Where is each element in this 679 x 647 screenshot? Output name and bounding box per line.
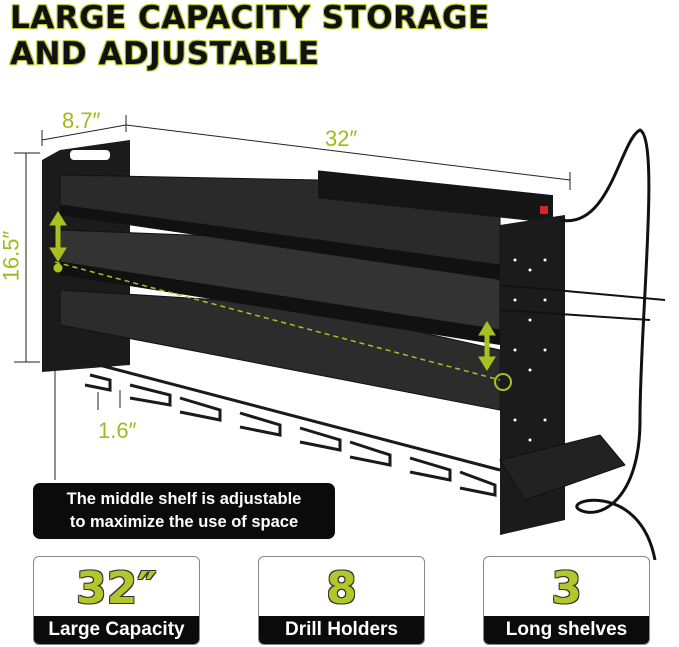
feature-card-drill-holders: 8 Drill Holders: [258, 556, 425, 645]
length-dimension: 32″: [325, 126, 358, 151]
feature-label: Long shelves: [484, 616, 649, 644]
feature-label: Large Capacity: [34, 616, 199, 644]
adjustable-shelf-callout: The middle shelf is adjustable to maximi…: [33, 483, 335, 539]
feature-value: 32″: [76, 563, 157, 614]
side-hooks: [499, 284, 666, 321]
height-dimension: 16.5″: [0, 230, 24, 282]
feature-card-shelves: 3 Long shelves: [483, 556, 650, 645]
adjust-arrows: [49, 211, 512, 391]
depth-dimension: 8.7″: [62, 108, 101, 133]
feature-value: 3: [551, 563, 582, 614]
power-strip: [318, 170, 553, 224]
spacing-dimension: 1.6″: [98, 418, 137, 443]
product-illustration: [14, 115, 666, 560]
feature-label: Drill Holders: [259, 616, 424, 644]
headline-line-2: AND ADJUSTABLE: [10, 36, 320, 72]
power-switch: [540, 206, 548, 214]
callout-line-2: to maximize the use of space: [69, 513, 299, 531]
headline-line-1: LARGE CAPACITY STORAGE: [10, 0, 490, 36]
bit-tray: [499, 434, 626, 501]
feature-card-capacity: 32″ Large Capacity: [33, 556, 200, 645]
callout-line-1: The middle shelf is adjustable: [66, 490, 302, 508]
feature-value: 8: [326, 563, 357, 614]
power-cord: [559, 128, 657, 560]
pegboard-holes: [513, 258, 547, 442]
drill-holders: [79, 358, 501, 497]
